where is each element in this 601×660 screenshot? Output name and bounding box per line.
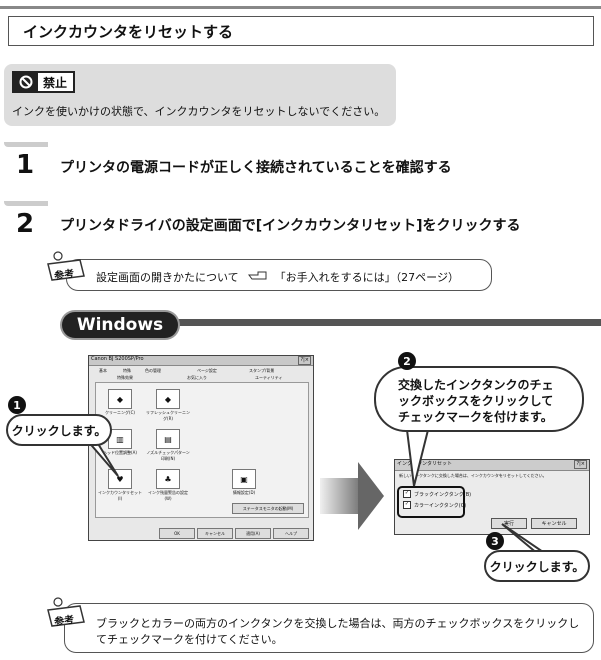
top-rule	[0, 6, 601, 9]
reference-bottom-text: ブラックとカラーの両方のインクタンクを交換した場合は、両方のチェックボックスをク…	[96, 617, 580, 646]
reference-box-top	[66, 259, 492, 291]
printer-properties-window: Canon BJ S200SP/Pro ?|× 基本 特殊 色の管理 ページ設定…	[88, 355, 314, 541]
reference-top-text: 設定画面の開きかたについて 「お手入れをするには」（27ページ）	[96, 269, 459, 285]
tab-page-setup[interactable]: ページ設定	[197, 368, 217, 373]
close-icon[interactable]: ?|×	[298, 356, 311, 365]
ok-button[interactable]: OK	[159, 528, 195, 539]
callout-1-bubble: クリックします。	[6, 414, 112, 446]
status-monitor-button[interactable]: ステータスモニタの起動(M)	[232, 503, 304, 514]
nozzle-check-icon[interactable]: ▤	[156, 429, 180, 449]
ink-warning-icon[interactable]: ♣	[156, 469, 180, 489]
dialog-title: インクカウンタリセット	[397, 461, 453, 467]
ink-counter-reset-icon[interactable]: ♥	[108, 469, 132, 489]
dialog-close-icon[interactable]: ?|×	[574, 460, 587, 469]
color-ink-label: カラーインクタンク(C)	[414, 502, 467, 509]
printer-window-titlebar: Canon BJ S200SP/Pro ?|×	[89, 356, 313, 366]
checkbox-black[interactable]: ✓	[403, 490, 411, 498]
tab-favorites[interactable]: お気に入り	[187, 375, 207, 380]
tab-special[interactable]: 特殊	[123, 368, 131, 373]
reference-badge-label: 参考	[53, 268, 75, 283]
refresh-cleaning-icon[interactable]: ◆	[156, 389, 180, 409]
dialog-cancel-button[interactable]: キャンセル	[531, 518, 577, 529]
black-ink-checkbox[interactable]: ✓ ブラックインクタンク(B)	[403, 490, 471, 498]
callout-3-bubble: クリックします。	[484, 550, 590, 582]
step-1-text: プリンタの電源コードが正しく接続されていることを確認する	[60, 160, 452, 176]
callout-1-text: クリックします。	[11, 423, 107, 438]
cleaning-icon[interactable]: ◆	[108, 389, 132, 409]
windows-label: Windows	[62, 312, 178, 338]
head-align-label: ヘッド位置調整(A)	[103, 450, 137, 455]
callout-3-number: 3	[486, 532, 504, 550]
callout-2-number: 2	[398, 352, 416, 370]
checkbox-color[interactable]: ✓	[403, 501, 411, 509]
prohibition-text: インクを使いかけの状態で、インクカウンタをリセットしないでください。	[12, 105, 386, 118]
callout-3-text: クリックします。	[489, 559, 585, 574]
prohibited-icon	[14, 73, 38, 91]
dialog-text: 新しいインクタンクに交換した場合は、インクカウンタをリセットしてください。	[399, 473, 547, 478]
reference-box-bottom	[64, 603, 594, 653]
flow-arrow-head	[358, 462, 384, 530]
ink-counter-reset-label: インクカウンタリセット(I)	[98, 490, 142, 501]
help-button[interactable]: ヘルプ	[273, 528, 309, 539]
prohibition-badge: 禁止	[12, 71, 76, 93]
step-2-text: プリンタドライバの設定画面で[インクカウンタリセット]をクリックする	[60, 218, 521, 234]
section-title: インクカウンタをリセットする	[23, 22, 234, 41]
info-settings-label: 情報設定(D)	[232, 490, 256, 495]
ink-counter-dialog: インクカウンタリセット ?|× 新しいインクタンクに交換した場合は、インクカウン…	[394, 459, 590, 535]
callout-1-number: 1	[8, 396, 26, 414]
windows-bar	[168, 319, 601, 326]
info-settings-icon[interactable]: ▣	[232, 469, 256, 489]
checkbox-highlight	[397, 486, 465, 518]
reference-badge-icon-bottom	[44, 596, 85, 627]
cleaning-label: クリーニング(C)	[105, 410, 135, 415]
cancel-button[interactable]: キャンセル	[197, 528, 233, 539]
tab-basic[interactable]: 基本	[99, 368, 107, 373]
reference-badge-label-bottom: 参考	[53, 614, 75, 629]
flow-arrow-body	[320, 478, 360, 514]
callout-2-bubble: 交換したインクタンクのチェックボックスをクリックしてチェックマークを付けます。	[374, 366, 584, 432]
step-2-number: 2	[16, 209, 35, 239]
callout-2-text: 交換したインクタンクのチェックボックスをクリックしてチェックマークを付けます。	[398, 378, 554, 424]
reference-top-link: 「お手入れをするには」（27ページ）	[274, 271, 459, 284]
step-2-bar	[4, 201, 48, 206]
tab-color[interactable]: 色の管理	[145, 368, 161, 373]
tab-stamp[interactable]: スタンプ/背景	[249, 368, 275, 373]
step-1-number: 1	[16, 150, 35, 180]
prohibition-label: 禁止	[43, 75, 68, 90]
reference-badge-icon	[44, 250, 85, 281]
section-title-box: インクカウンタをリセットする	[8, 16, 594, 46]
refresh-cleaning-label: リフレッシュクリーニング(R)	[146, 410, 190, 421]
tab-effects[interactable]: 特殊効果	[117, 375, 133, 380]
apply-button[interactable]: 適用(A)	[235, 528, 271, 539]
color-ink-checkbox[interactable]: ✓ カラーインクタンク(C)	[403, 501, 466, 509]
step-1-bar	[4, 142, 48, 147]
black-ink-label: ブラックインクタンク(B)	[414, 491, 472, 498]
ink-warning-label: インク残量警告の設定(W)	[148, 490, 188, 501]
utility-panel: ◆ クリーニング(C) ◆ リフレッシュクリーニング(R) ▥ ヘッド位置調整(…	[95, 382, 309, 518]
nozzle-check-label: ノズルチェックパターン印刷(N)	[146, 450, 190, 461]
dialog-titlebar: インクカウンタリセット ?|×	[395, 460, 589, 471]
printer-window-title: Canon BJ S200SP/Pro	[91, 356, 144, 362]
tab-utility[interactable]: ユーティリティ	[255, 375, 283, 380]
reference-top-lead: 設定画面の開きかたについて	[96, 271, 239, 284]
hand-pointer-icon	[248, 270, 268, 284]
